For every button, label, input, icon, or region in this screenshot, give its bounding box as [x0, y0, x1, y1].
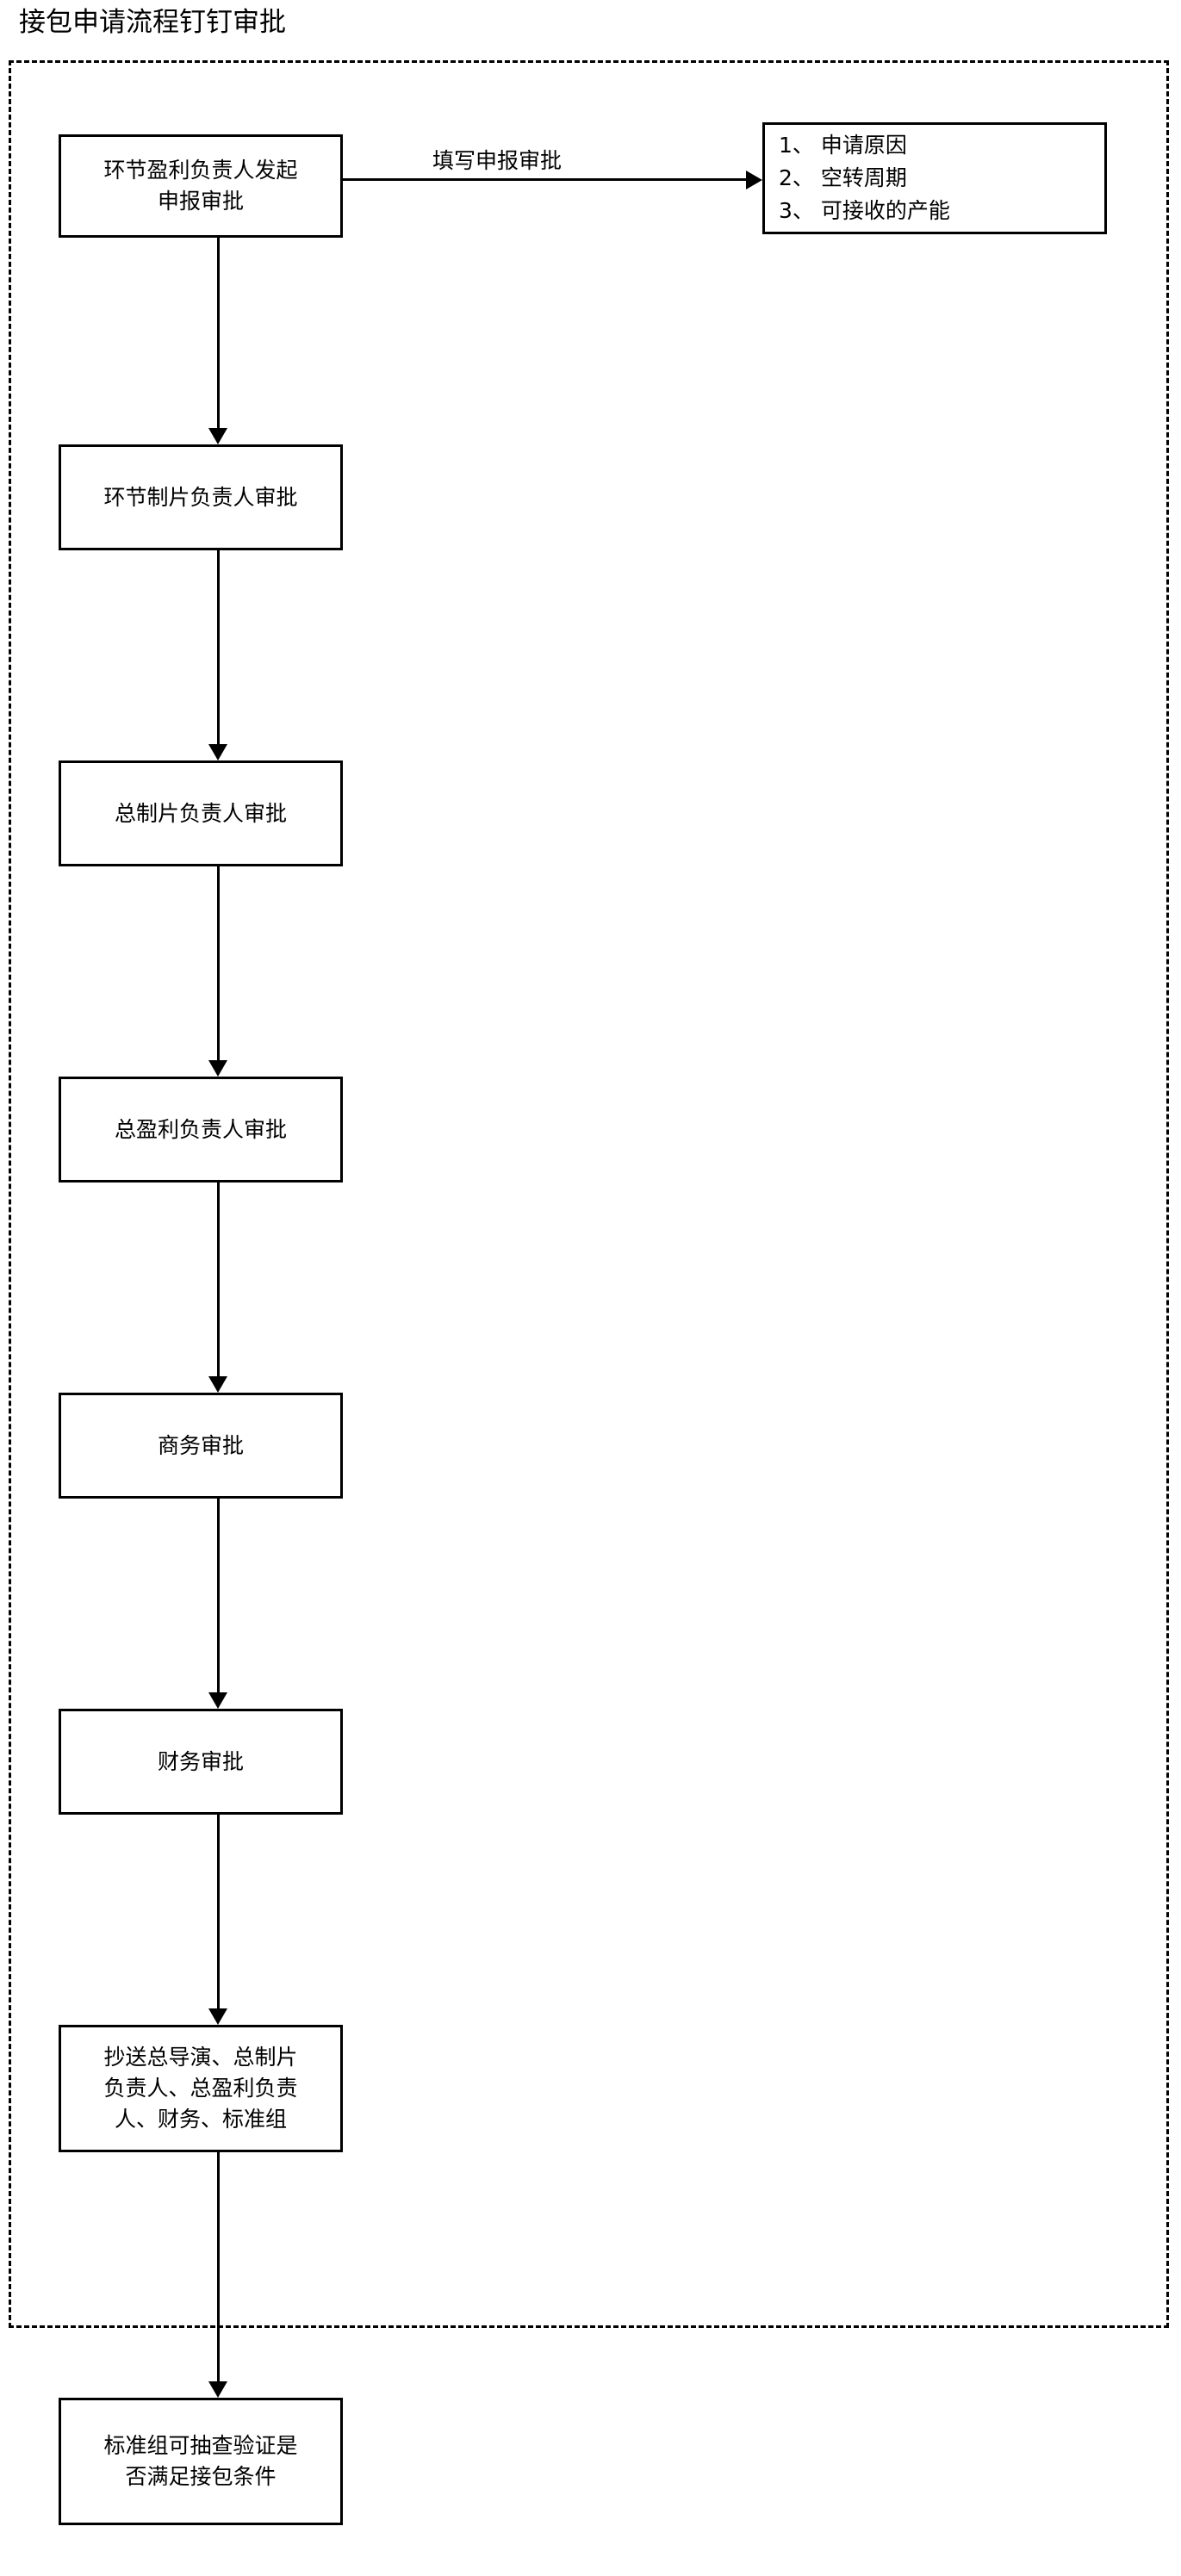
- edge-n3-to-n4-line: [217, 866, 220, 1068]
- edge-n2-to-n3-arrowhead: [208, 744, 227, 760]
- node-s1[interactable]: 1、 申请原因 2、 空转周期 3、 可接收的产能: [762, 122, 1107, 234]
- edge-n7-to-n8-line: [217, 2152, 220, 2389]
- node-n4[interactable]: 总盈利负责人审批: [59, 1077, 343, 1182]
- edge-n1-to-n2-line: [217, 238, 220, 436]
- page-title: 接包申请流程钉钉审批: [19, 7, 286, 38]
- edge-n5-to-n6-arrowhead: [208, 1692, 227, 1709]
- node-n6[interactable]: 财务审批: [59, 1709, 343, 1815]
- edge-n7-to-n8-arrowhead: [208, 2381, 227, 2398]
- node-n7-label: 抄送总导演、总制片 负责人、总盈利负责 人、财务、标准组: [103, 2045, 298, 2132]
- node-n3-label: 总制片负责人审批: [114, 800, 287, 826]
- node-n5[interactable]: 商务审批: [59, 1393, 343, 1499]
- edge-n5-to-n6-line: [217, 1499, 220, 1700]
- node-n3[interactable]: 总制片负责人审批: [59, 760, 343, 866]
- edge-n4-to-n5-line: [217, 1182, 220, 1384]
- node-n1[interactable]: 环节盈利负责人发起 申报审批: [59, 134, 343, 238]
- node-n5-label: 商务审批: [157, 1432, 244, 1458]
- node-n8-label: 标准组可抽查验证是 否满足接包条件: [103, 2433, 298, 2489]
- edge-n3-to-n4-arrowhead: [208, 1060, 227, 1077]
- edge-n6-to-n7-arrowhead: [208, 2008, 227, 2025]
- dashed-group-boundary: [9, 60, 1169, 2328]
- node-n4-label: 总盈利负责人审批: [114, 1116, 287, 1142]
- node-s1-item-1: 1、 申请原因: [779, 133, 907, 158]
- edge-n4-to-n5-arrowhead: [208, 1376, 227, 1393]
- node-n2[interactable]: 环节制片负责人审批: [59, 444, 343, 550]
- node-n6-label: 财务审批: [157, 1748, 244, 1774]
- edge-n6-to-n7-line: [217, 1815, 220, 2016]
- node-n2-label: 环节制片负责人审批: [103, 484, 298, 510]
- edge-n1-to-s1-arrowhead: [746, 171, 762, 189]
- node-s1-item-2: 2、 空转周期: [779, 165, 907, 190]
- node-n7[interactable]: 抄送总导演、总制片 负责人、总盈利负责 人、财务、标准组: [59, 2025, 343, 2152]
- node-s1-item-3: 3、 可接收的产能: [779, 198, 950, 223]
- edge-n1-to-s1-label: 填写申报审批: [429, 148, 566, 174]
- node-n8[interactable]: 标准组可抽查验证是 否满足接包条件: [59, 2398, 343, 2525]
- node-n1-label: 环节盈利负责人发起 申报审批: [103, 158, 298, 214]
- edge-n2-to-n3-line: [217, 550, 220, 752]
- edge-n1-to-s1-line: [343, 178, 746, 181]
- edge-n1-to-n2-arrowhead: [208, 428, 227, 444]
